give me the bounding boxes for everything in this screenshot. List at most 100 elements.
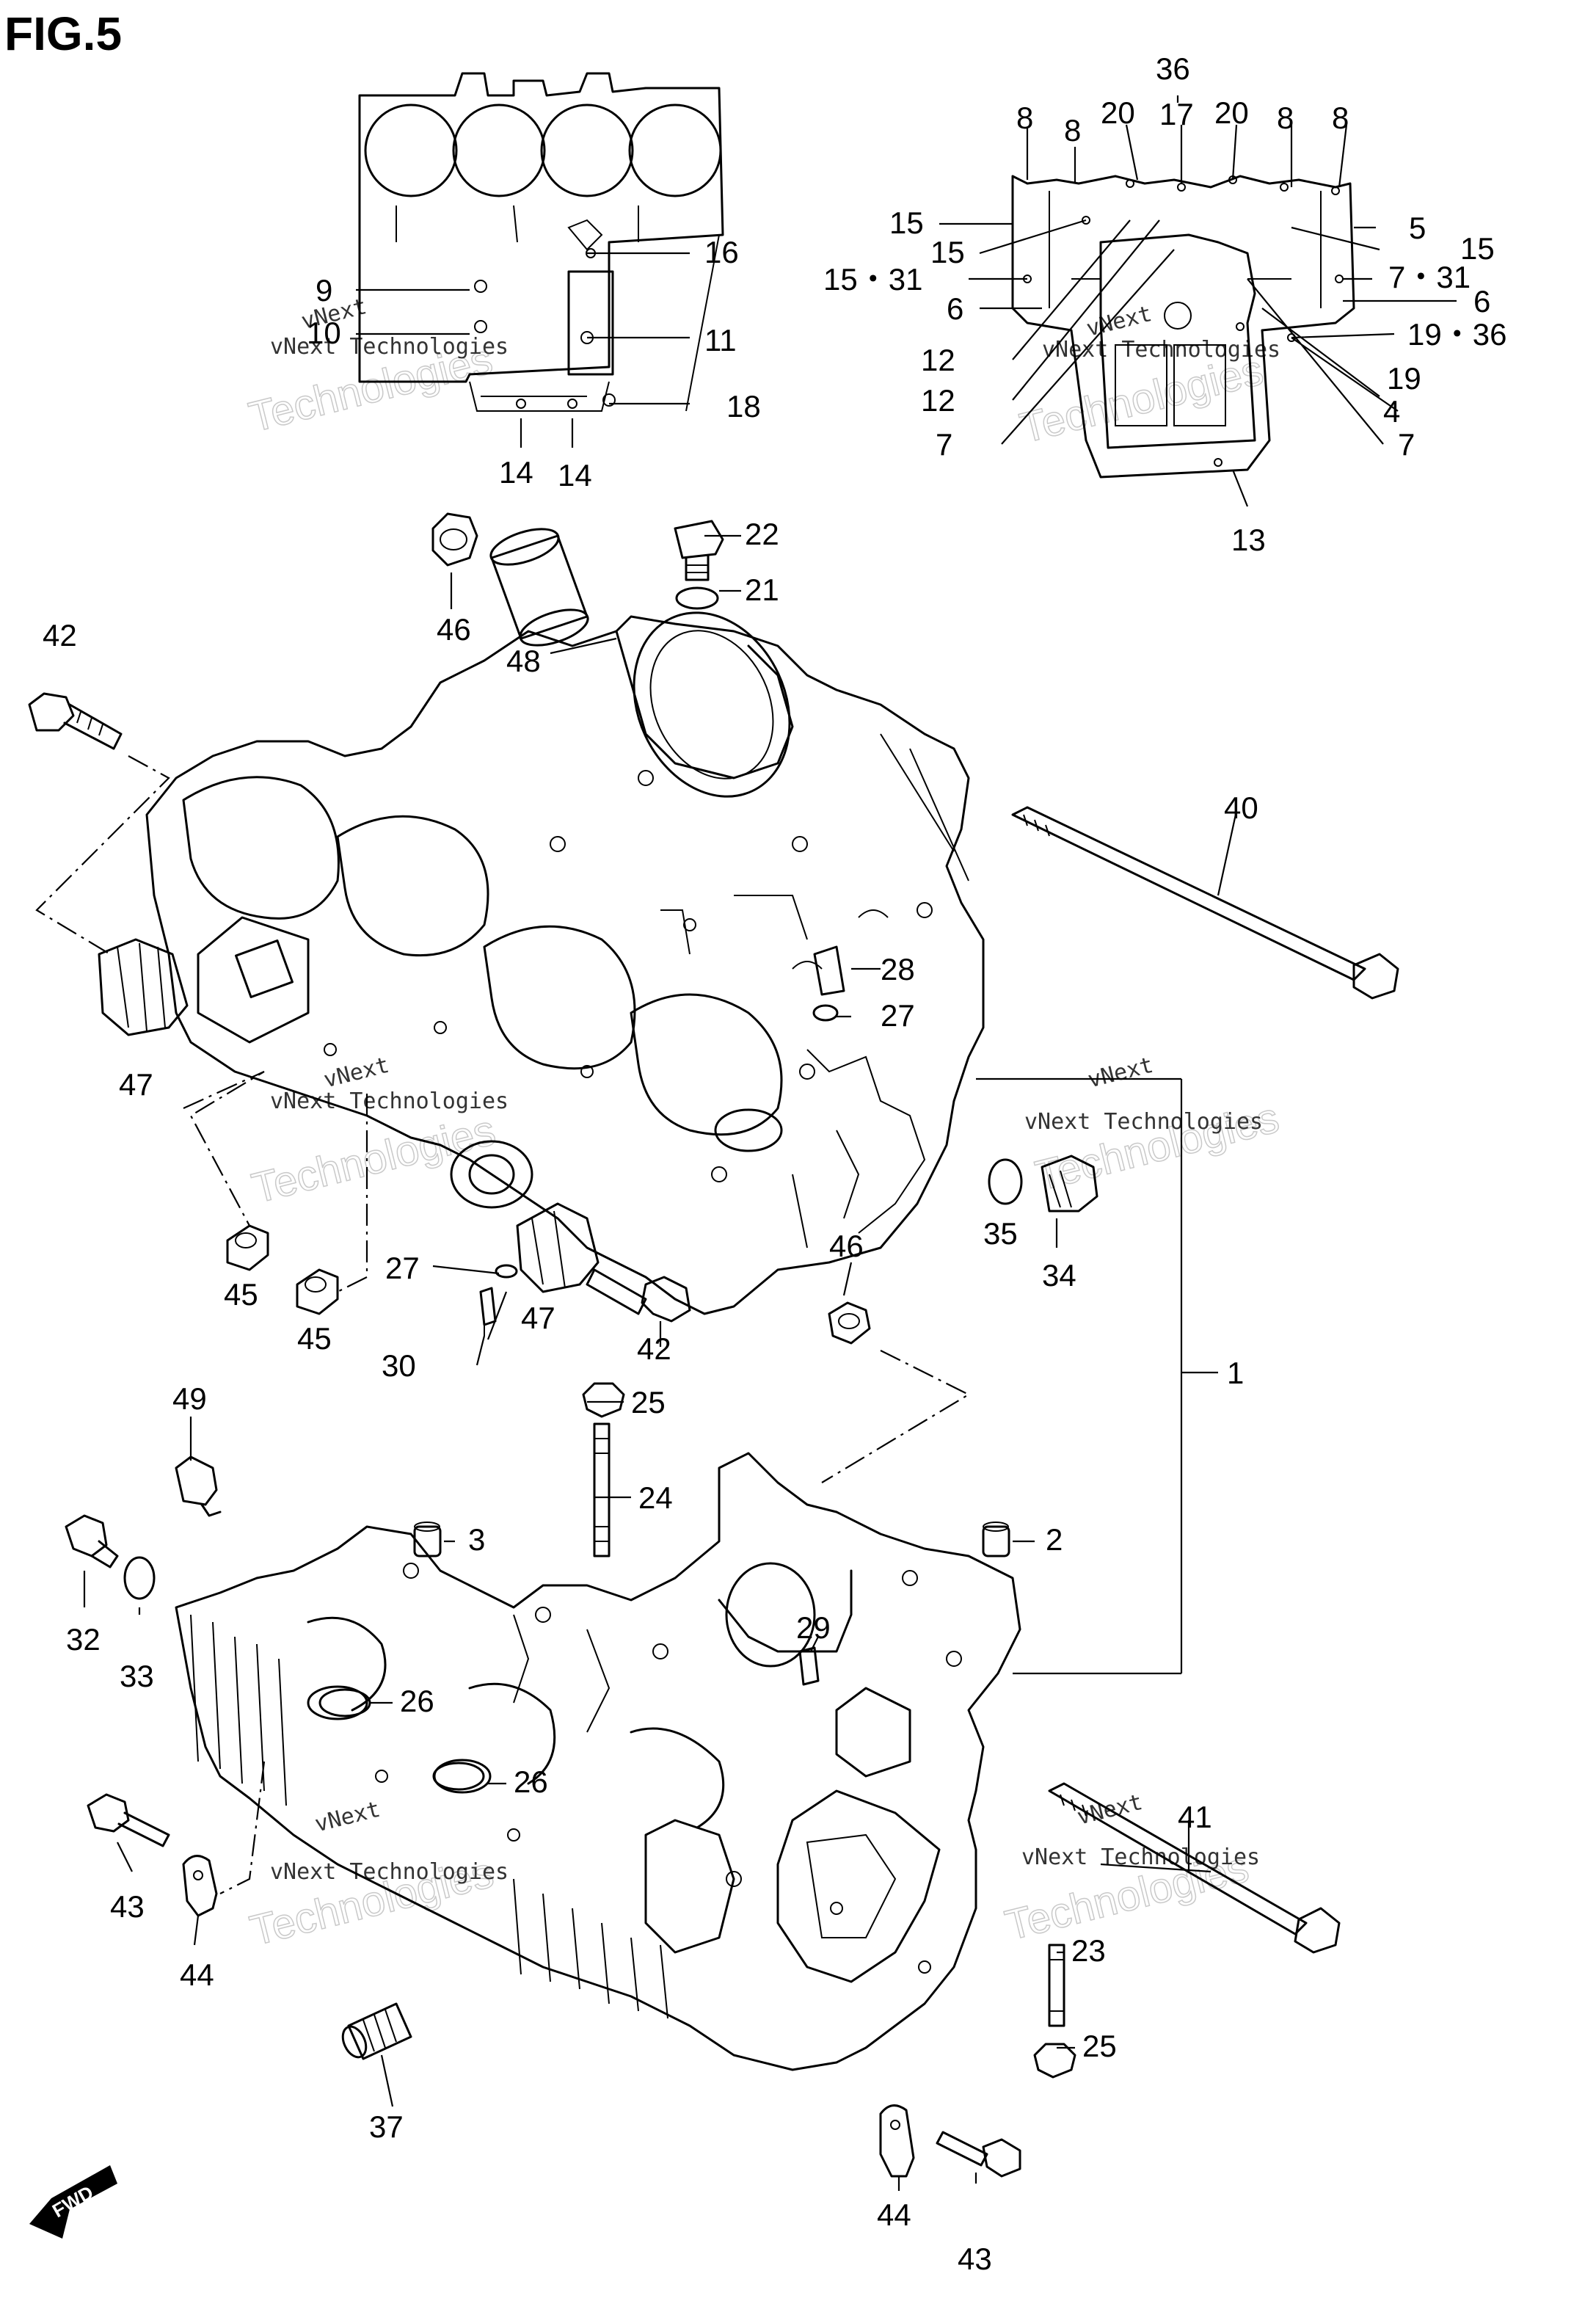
watermark-vnext-5: vNext <box>313 1797 383 1838</box>
part-33-washer <box>123 1556 156 1600</box>
part-47-dowel-center <box>516 1202 600 1293</box>
part-48-filter <box>489 528 589 647</box>
part-30-jet <box>479 1287 497 1336</box>
callout-26b: 26 <box>514 1764 548 1799</box>
part-41-long-bolt <box>1048 1782 1341 1954</box>
part-42-bolt-top <box>28 692 123 750</box>
part-42-bolt-center <box>586 1268 691 1323</box>
callout-21: 21 <box>745 572 779 607</box>
callout-49: 49 <box>172 1381 207 1416</box>
callout-46a: 46 <box>437 612 471 647</box>
callout-16: 16 <box>704 235 739 269</box>
part-24-stud <box>593 1422 611 1557</box>
callout-27b: 27 <box>385 1251 420 1285</box>
callout-26a: 26 <box>400 1684 434 1718</box>
part-37-spring <box>341 2002 412 2060</box>
callout-15b: 15 <box>930 235 965 269</box>
watermark-small-6: vNext Technologies <box>1021 1844 1260 1870</box>
callout-8c: 8 <box>1277 101 1294 135</box>
part-28-jet <box>792 909 889 996</box>
watermark-small-1: vNext Technologies <box>270 334 509 360</box>
watermark-small-4: vNext Technologies <box>1024 1109 1263 1135</box>
callout-4: 4 <box>1383 394 1400 429</box>
watermark-vnext-4: vNext <box>1085 1053 1156 1094</box>
callout-27a: 27 <box>881 998 915 1033</box>
callout-20b: 20 <box>1214 95 1249 130</box>
part-26-oring-b <box>432 1762 485 1791</box>
callout-12a: 12 <box>921 343 955 377</box>
callout-45a: 45 <box>224 1277 258 1312</box>
part-25-nut-bottom <box>1033 2043 1076 2079</box>
part-2-dowel <box>982 1522 1010 1557</box>
callout-15c: 15 <box>1460 231 1495 266</box>
callout-29: 29 <box>796 1610 831 1645</box>
inset-lower-case-view <box>1011 175 1355 479</box>
callout-44a: 44 <box>180 1957 214 1992</box>
callout-7a: 7 <box>936 427 952 462</box>
callout-25a: 25 <box>631 1385 666 1419</box>
callout-1: 1 <box>1227 1356 1244 1390</box>
watermark-vnext-2: vNext <box>1084 301 1154 342</box>
callout-33: 33 <box>120 1659 154 1693</box>
callout-41: 41 <box>1178 1800 1212 1834</box>
callout-14a: 14 <box>499 455 533 490</box>
callout-7-31: 7・31 <box>1388 260 1471 294</box>
fwd-arrow-icon: FWD <box>29 2165 117 2239</box>
callout-24: 24 <box>638 1480 673 1515</box>
callout-3: 3 <box>468 1522 485 1557</box>
callout-32: 32 <box>66 1622 101 1657</box>
lower-crankcase <box>175 1452 1021 2071</box>
callout-20a: 20 <box>1101 95 1135 130</box>
watermark-vnext-3: vNext <box>321 1053 392 1094</box>
inset-crankcase-top-view <box>358 72 724 412</box>
callout-36: 36 <box>1156 51 1190 86</box>
part-21-washer <box>675 586 719 610</box>
part-22-plug <box>674 520 724 581</box>
callout-13: 13 <box>1231 523 1266 557</box>
part-44-bracket-left <box>182 1855 218 1917</box>
callout-23: 23 <box>1071 1933 1106 1968</box>
callout-15a: 15 <box>889 206 924 240</box>
callout-44b: 44 <box>877 2198 911 2232</box>
upper-crankcase <box>145 611 985 1315</box>
part-32-plug <box>65 1514 119 1568</box>
callout-46b: 46 <box>829 1229 864 1263</box>
part-49-switch <box>175 1455 222 1517</box>
callout-17: 17 <box>1159 97 1194 131</box>
part-45-bushing-b <box>296 1268 339 1315</box>
callout-7b: 7 <box>1398 427 1415 462</box>
callout-48: 48 <box>506 644 541 678</box>
callout-40: 40 <box>1224 790 1258 825</box>
callout-8b: 8 <box>1064 113 1081 148</box>
callout-12b: 12 <box>921 383 955 418</box>
part-27-oring-lower <box>495 1264 518 1279</box>
callout-6b: 6 <box>1473 284 1490 319</box>
callout-42b: 42 <box>637 1331 671 1366</box>
part-43-bolt-left <box>87 1793 170 1847</box>
part-26-oring-a <box>318 1688 371 1717</box>
callout-15-31: 15・31 <box>823 262 922 297</box>
watermark-small-3: vNext Technologies <box>270 1088 509 1114</box>
callout-labels: 16 9 10 11 18 14 14 36 17 8 8 20 20 8 8 … <box>43 51 1506 2276</box>
callout-47a: 47 <box>119 1067 153 1102</box>
part-3-dowel <box>413 1522 442 1557</box>
part-35-gasket <box>988 1158 1023 1205</box>
part-29-jet <box>798 1646 820 1686</box>
leader-lines <box>35 95 1457 2191</box>
callout-34: 34 <box>1042 1258 1076 1293</box>
callout-19: 19 <box>1387 361 1421 396</box>
callout-42a: 42 <box>43 618 77 652</box>
callout-6a: 6 <box>947 291 963 326</box>
callout-43b: 43 <box>958 2242 992 2276</box>
callout-9: 9 <box>316 273 332 308</box>
callout-47b: 47 <box>521 1301 555 1335</box>
callout-43a: 43 <box>110 1889 145 1924</box>
callout-30: 30 <box>382 1348 416 1383</box>
part-46-nut-center <box>828 1301 871 1345</box>
part-23-stud <box>1048 1944 1065 2027</box>
part-25-nut-top <box>582 1382 625 1418</box>
figure-title: FIG.5 <box>4 7 122 60</box>
callout-2: 2 <box>1046 1522 1063 1557</box>
callout-28: 28 <box>881 952 915 986</box>
